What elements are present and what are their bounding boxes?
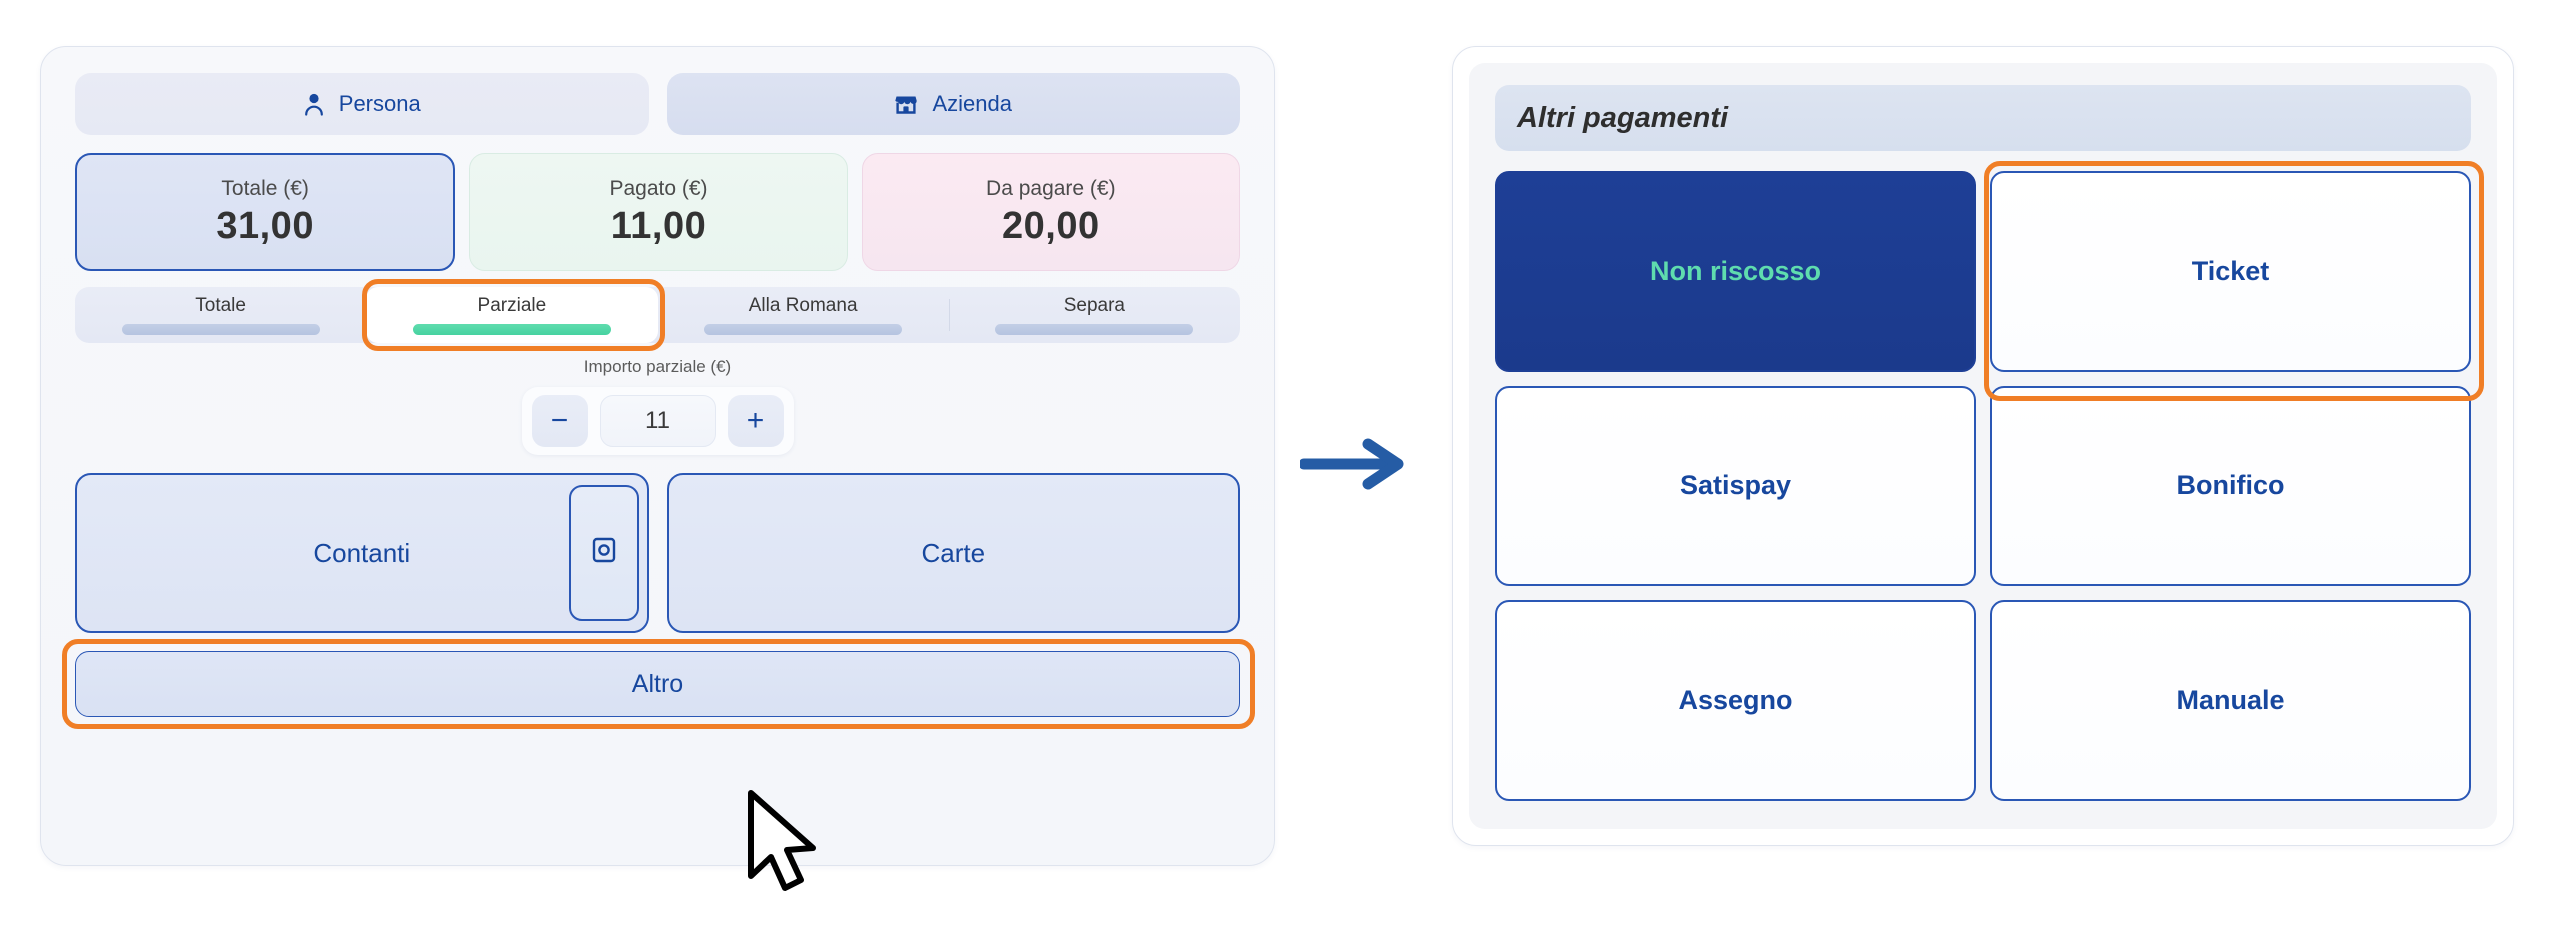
quantity-stepper: − 11 + xyxy=(521,387,794,455)
other-payments-panel: Altri pagamenti Non riscosso Ticket Sati… xyxy=(1452,46,2514,846)
increment-button[interactable]: + xyxy=(727,395,784,447)
amount-paid-value: 11,00 xyxy=(610,204,707,247)
split-mode-parziale[interactable]: Parziale xyxy=(366,287,658,343)
other-payments-title: Altri pagamenti xyxy=(1495,85,2471,151)
amount-due-value: 20,00 xyxy=(1002,204,1100,247)
pay-cash-button[interactable]: Contanti xyxy=(75,473,649,633)
tab-azienda[interactable]: Azienda xyxy=(666,73,1240,135)
tab-persona-label: Persona xyxy=(338,91,421,116)
split-mode-totale-bar xyxy=(121,324,320,335)
amount-total-value: 31,00 xyxy=(216,204,314,247)
pay-cards-label: Carte xyxy=(921,537,986,568)
split-mode-totale[interactable]: Totale xyxy=(75,287,366,343)
other-payments-label: Altro xyxy=(631,669,684,698)
amount-paid-label: Pagato (€) xyxy=(609,176,708,200)
payment-option-assegno[interactable]: Assegno xyxy=(1495,600,1976,801)
open-cash-drawer-button[interactable] xyxy=(568,485,639,621)
amount-card-due: Da pagare (€) 20,00 xyxy=(861,153,1240,271)
split-mode-parziale-label: Parziale xyxy=(477,295,547,316)
partial-amount-input[interactable]: 11 xyxy=(599,395,716,447)
pay-cash-label: Contanti xyxy=(313,537,411,568)
split-mode-alla-romana-bar xyxy=(704,324,903,335)
cash-drawer-icon xyxy=(591,535,617,572)
amount-due-label: Da pagare (€) xyxy=(986,176,1116,200)
pay-cards-button[interactable]: Carte xyxy=(666,473,1240,633)
store-icon xyxy=(894,92,918,116)
primary-payment-buttons: Contanti Carte xyxy=(75,473,1240,633)
split-mode-totale-label: Totale xyxy=(195,295,246,316)
split-mode-alla-romana-label: Alla Romana xyxy=(748,295,858,316)
split-mode-segmented-control: Totale Parziale Alla Romana Separa xyxy=(75,287,1240,343)
payment-option-satispay-label: Satispay xyxy=(1679,470,1792,501)
payment-option-ticket-label: Ticket xyxy=(2191,255,2270,286)
person-icon xyxy=(303,92,325,116)
amount-card-paid: Pagato (€) 11,00 xyxy=(469,153,848,271)
payment-option-satispay[interactable]: Satispay xyxy=(1495,385,1976,587)
payment-option-bonifico-label: Bonifico xyxy=(2176,470,2285,501)
payment-option-ticket[interactable]: Ticket xyxy=(1990,171,2471,372)
split-mode-separa[interactable]: Separa xyxy=(948,287,1240,343)
split-mode-parziale-bar xyxy=(412,324,611,335)
tab-persona[interactable]: Persona xyxy=(75,73,649,135)
other-payments-inner: Altri pagamenti Non riscosso Ticket Sati… xyxy=(1469,63,2497,829)
split-mode-alla-romana[interactable]: Alla Romana xyxy=(658,287,949,343)
other-payments-grid: Non riscosso Ticket Satispay Bonifico As… xyxy=(1495,161,2484,801)
payment-option-non-riscosso[interactable]: Non riscosso xyxy=(1495,171,1976,372)
payment-option-manuale-label: Manuale xyxy=(2176,685,2285,716)
tab-azienda-label: Azienda xyxy=(932,91,1012,116)
payment-option-non-riscosso-label: Non riscosso xyxy=(1649,255,1822,286)
decrement-button[interactable]: − xyxy=(531,395,588,447)
split-mode-separa-bar xyxy=(995,324,1194,335)
partial-amount-stepper-wrap: − 11 + xyxy=(75,387,1240,455)
partial-amount-label: Importo parziale (€) xyxy=(583,357,732,376)
arrow-right-icon xyxy=(1298,438,1410,495)
amount-cards: Totale (€) 31,00 Pagato (€) 11,00 Da pag… xyxy=(75,153,1240,271)
customer-type-tabs: Persona Azienda xyxy=(75,73,1240,135)
payment-option-manuale[interactable]: Manuale xyxy=(1990,600,2471,801)
split-mode-separa-label: Separa xyxy=(1063,295,1126,316)
amount-total-label: Totale (€) xyxy=(221,176,309,200)
mouse-pointer-icon xyxy=(745,790,823,899)
other-payments-button[interactable]: Altro xyxy=(75,651,1240,717)
payment-panel: Persona Azienda Totale (€) 31,00 Pag xyxy=(40,46,1275,866)
amount-card-total: Totale (€) 31,00 xyxy=(75,153,456,271)
payment-option-bonifico[interactable]: Bonifico xyxy=(1990,385,2471,587)
other-payments-wrap: Altro xyxy=(62,639,1255,729)
payment-option-assegno-label: Assegno xyxy=(1678,685,1793,716)
